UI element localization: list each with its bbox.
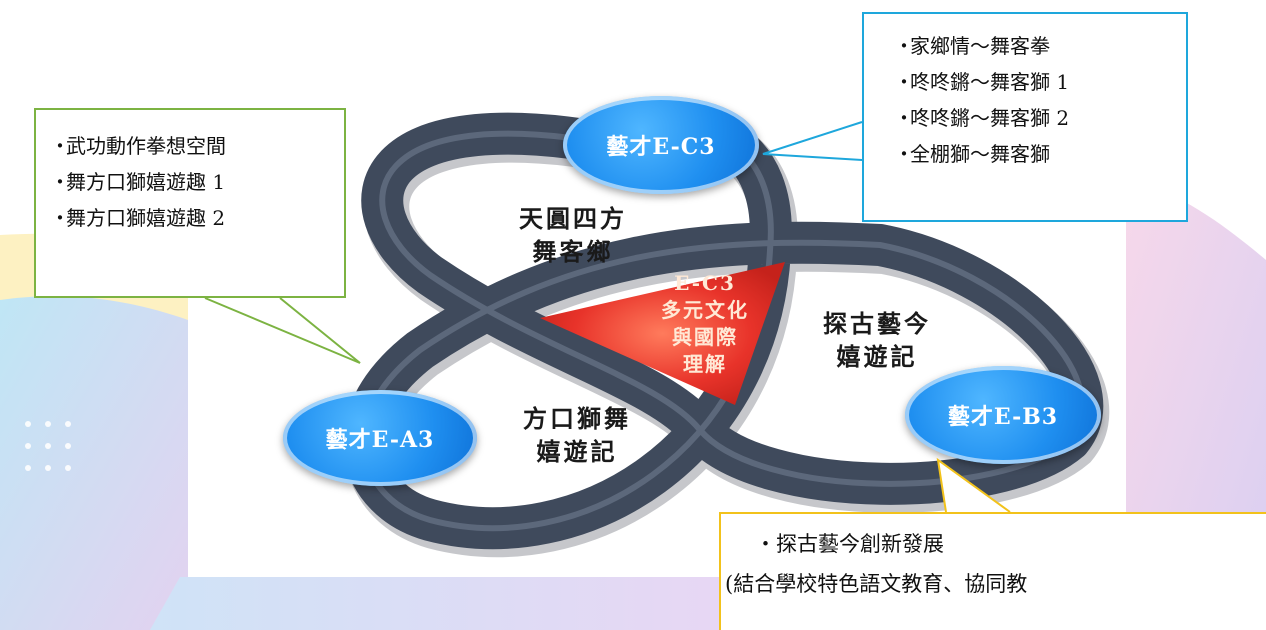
list-item: ・全棚獅～舞客獅 [894,136,1186,172]
list-item: ・咚咚鏘～舞客獅 2 [894,100,1186,136]
center-line4: 理解 [683,352,727,376]
node-e-c3-label: 藝才E-C3 [606,134,716,160]
list-item: ・舞方口獅嬉遊趣 1 [50,164,344,200]
region-right-label: 探古藝今 嬉遊記 [797,307,957,373]
region-bottom-line2: 嬉遊記 [536,437,618,466]
list-item-text: 全棚獅～舞客獅 [910,142,1050,166]
region-bottom-label: 方口獅舞 嬉遊記 [497,402,657,468]
center-line1: E-C3 [674,271,736,295]
callout-left: ・武功動作拳想空間 ・舞方口獅嬉遊趣 1 ・舞方口獅嬉遊趣 2 [34,108,346,298]
callout-bottom-right-text1: 探古藝今創新發展 [776,532,944,556]
list-item-text: 咚咚鏘～舞客獅 1 [910,70,1070,94]
list-item: ・家鄉情～舞客拳 [894,28,1186,64]
list-item: ・武功動作拳想空間 [50,128,344,164]
list-item-text: 舞方口獅嬉遊趣 2 [66,206,226,230]
bullet: ・ [894,142,914,166]
center-line2: 多元文化 [661,298,749,322]
list-item: ・舞方口獅嬉遊趣 2 [50,200,344,236]
callout-bottom-right: ・探古藝今創新發展 (結合學校特色語文教育、協同教 [719,512,1266,630]
bullet: ・ [50,170,70,194]
region-right-line1: 探古藝今 [823,309,931,338]
callout-bottom-right-line1: ・探古藝今創新發展 [721,514,1266,564]
list-item: ・咚咚鏘～舞客獅 1 [894,64,1186,100]
bullet: ・ [755,532,776,556]
bullet: ・ [894,70,914,94]
callout-top-right: ・家鄉情～舞客拳 ・咚咚鏘～舞客獅 1 ・咚咚鏘～舞客獅 2 ・全棚獅～舞客獅 [862,12,1188,222]
node-e-c3: 藝才E-C3 [563,96,759,194]
callout-bottom-right-line2: (結合學校特色語文教育、協同教 [725,572,1028,596]
bullet: ・ [894,106,914,130]
callout-left-list: ・武功動作拳想空間 ・舞方口獅嬉遊趣 1 ・舞方口獅嬉遊趣 2 [36,110,344,236]
bullet: ・ [50,206,70,230]
region-top-line1: 天圓四方 [519,204,627,233]
list-item-text: 武功動作拳想空間 [66,134,226,158]
region-top-line2: 舞客鄉 [532,237,614,266]
bullet: ・ [50,134,70,158]
list-item-text: 家鄉情～舞客拳 [910,34,1050,58]
node-e-b3-label: 藝才E-B3 [947,404,1059,430]
center-line3: 與國際 [672,325,738,349]
node-e-a3-label: 藝才E-A3 [325,427,435,453]
region-bottom-line1: 方口獅舞 [523,404,631,433]
region-top-label: 天圓四方 舞客鄉 [508,202,638,268]
node-e-a3: 藝才E-A3 [283,390,477,486]
center-triangle [540,262,785,405]
list-item-text: 咚咚鏘～舞客獅 2 [910,106,1070,130]
callout-top-right-list: ・家鄉情～舞客拳 ・咚咚鏘～舞客獅 1 ・咚咚鏘～舞客獅 2 ・全棚獅～舞客獅 [864,14,1186,172]
list-item-text: 舞方口獅嬉遊趣 1 [66,170,226,194]
center-label: E-C3 多元文化 與國際 理解 [640,270,770,378]
node-e-b3: 藝才E-B3 [905,366,1101,464]
bullet: ・ [894,34,914,58]
region-right-line2: 嬉遊記 [836,342,918,371]
